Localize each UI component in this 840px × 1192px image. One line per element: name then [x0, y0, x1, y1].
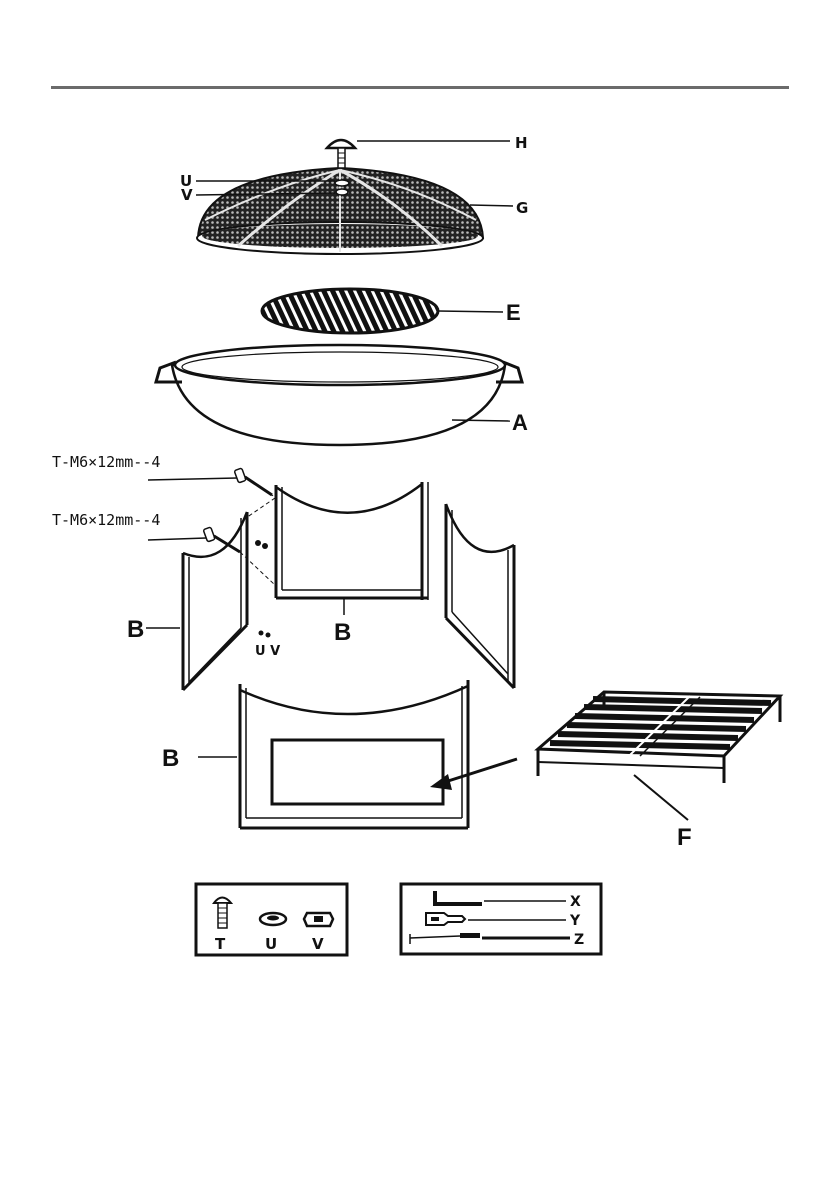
screw-icon-1	[234, 468, 272, 495]
label-H: H	[515, 134, 528, 152]
label-A: A	[512, 410, 528, 435]
uv-small-icon	[259, 631, 271, 638]
screw-label-1: T-M6×12mm--4	[52, 453, 160, 471]
tools-label-Z: Z	[574, 932, 584, 948]
tools-label-Y: Y	[569, 913, 581, 929]
label-B-front: B	[162, 745, 179, 772]
log-grate-F	[538, 692, 780, 783]
handle-H	[327, 140, 355, 168]
hardware-label-T: T	[215, 935, 226, 953]
label-B-back: B	[334, 619, 351, 646]
side-panel-B-back	[276, 482, 428, 600]
side-panel-B-right	[446, 504, 514, 688]
grill-grate-E	[262, 289, 438, 333]
tools-label-X: X	[570, 894, 581, 910]
nut-icon	[304, 913, 333, 926]
hardware-label-U: U	[265, 935, 277, 953]
label-G: G	[516, 199, 528, 217]
label-B-left: B	[127, 616, 144, 643]
hardware-label-V: V	[312, 935, 324, 953]
label-F: F	[677, 824, 692, 851]
label-V: V	[181, 186, 193, 204]
nut-washer-icon	[255, 540, 268, 549]
label-uv-small: U V	[255, 644, 280, 659]
fire-bowl-A	[156, 345, 522, 445]
side-panel-B-front	[240, 680, 468, 828]
hardware-box: T U V	[196, 884, 347, 955]
header-rule	[51, 86, 789, 89]
screw-icon-2	[203, 527, 240, 552]
screw-label-2: T-M6×12mm--4	[52, 511, 160, 529]
label-E: E	[506, 300, 521, 325]
tools-box: X Y Z	[401, 884, 601, 954]
washer-icon	[260, 913, 286, 925]
